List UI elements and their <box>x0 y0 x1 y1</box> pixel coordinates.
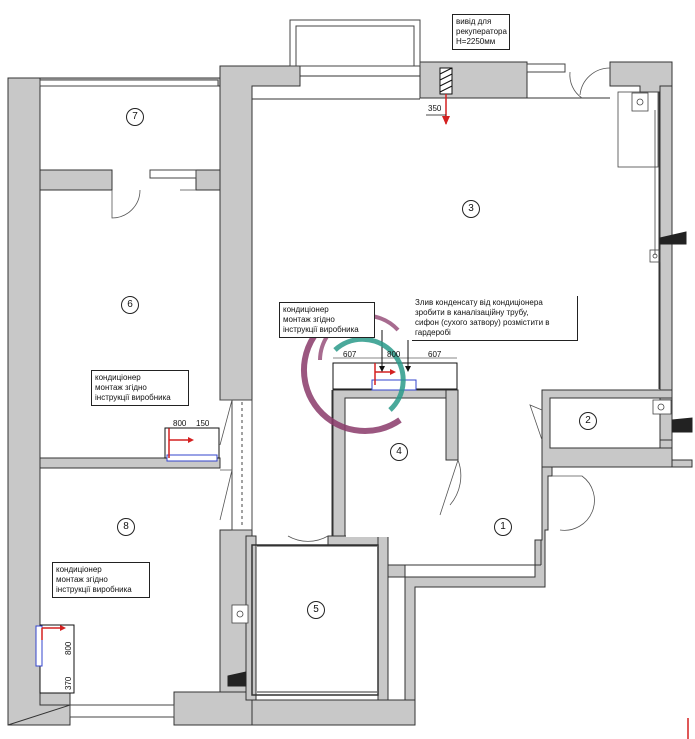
note-line: зробити в каналізаційну трубу, <box>415 308 529 317</box>
ac-top-note: кондиціонер монтаж згідно інструкції вир… <box>279 302 375 338</box>
room-marker-4: 4 <box>390 443 408 461</box>
note-line: монтаж згідно <box>95 383 147 392</box>
dim-room8-ac: 800 <box>64 641 73 655</box>
ac-unit-room6 <box>164 427 220 462</box>
windows <box>39 19 566 718</box>
note-line: монтаж згідно <box>56 575 108 584</box>
bottom-wall-right <box>251 699 416 726</box>
ac-room6-note: кондиціонер монтаж згідно інструкції вир… <box>91 370 189 406</box>
wall-6-7 <box>39 169 113 191</box>
wall-6-7-right <box>195 169 221 191</box>
note-line: інструкції виробника <box>283 325 359 334</box>
room-marker-2: 2 <box>579 412 597 430</box>
condensate-note: Злив конденсату від кондиціонера зробити… <box>412 296 578 341</box>
dim-top-left: 607 <box>343 350 357 359</box>
window-room7-side <box>149 169 197 179</box>
room5-side-wall <box>377 535 389 701</box>
recuperator-note: вивід для рекуператора Н=2250мм <box>452 14 510 50</box>
kitchen-elements <box>231 91 672 624</box>
note-line: гардеробі <box>415 328 451 337</box>
note-line: вивід для <box>456 17 492 26</box>
room3-top-wall-left <box>299 65 421 77</box>
doors <box>111 67 611 542</box>
recuperator-duct <box>426 67 453 125</box>
dim-top-mid: 800 <box>387 350 401 359</box>
vents <box>227 231 693 687</box>
window-room3-top <box>289 19 421 67</box>
room3-top-wall-mid <box>419 61 528 99</box>
note-line: кондиціонер <box>283 305 329 314</box>
room-marker-6: 6 <box>121 296 139 314</box>
room-marker-1: 1 <box>494 518 512 536</box>
window-right-top <box>526 63 566 73</box>
note-line: Н=2250мм <box>456 37 496 46</box>
note-line: рекуператора <box>456 27 507 36</box>
dim-room8-bottom: 370 <box>64 676 73 690</box>
room4-right-wall <box>445 389 459 461</box>
note-line: сифон (сухого затвору) розмістити в <box>415 318 550 327</box>
note-line: монтаж згідно <box>283 315 335 324</box>
room1-right-wall <box>404 466 553 726</box>
room-marker-7: 7 <box>126 108 144 126</box>
bottom-wall-room8 <box>39 691 71 706</box>
note-line: кондиціонер <box>95 373 141 382</box>
ac-room8-note: кондиціонер монтаж згідно інструкції вир… <box>52 562 150 598</box>
dim-top-right: 607 <box>428 350 442 359</box>
lower-right-wall <box>387 564 406 578</box>
note-line: інструкції виробника <box>56 585 132 594</box>
walls <box>7 61 693 726</box>
note-line: інструкції виробника <box>95 393 171 402</box>
room-marker-8: 8 <box>117 518 135 536</box>
dim-room6-ac: 800 <box>173 419 187 428</box>
note-line: кондиціонер <box>56 565 102 574</box>
room-marker-3: 3 <box>462 200 480 218</box>
room5-left-wall <box>245 535 257 701</box>
room2-walls <box>541 389 673 468</box>
ac-unit-top <box>332 330 458 391</box>
note-line: Злив конденсату від кондиціонера <box>415 298 543 307</box>
dim-recuperator: 350 <box>428 104 442 113</box>
bottom-wall-middle <box>173 691 253 726</box>
window-room7-top <box>39 79 219 87</box>
dim-room6-gap: 150 <box>196 419 210 428</box>
room-marker-5: 5 <box>307 601 325 619</box>
ac-unit-room8 <box>35 624 75 694</box>
window-room8-bottom <box>69 704 175 718</box>
